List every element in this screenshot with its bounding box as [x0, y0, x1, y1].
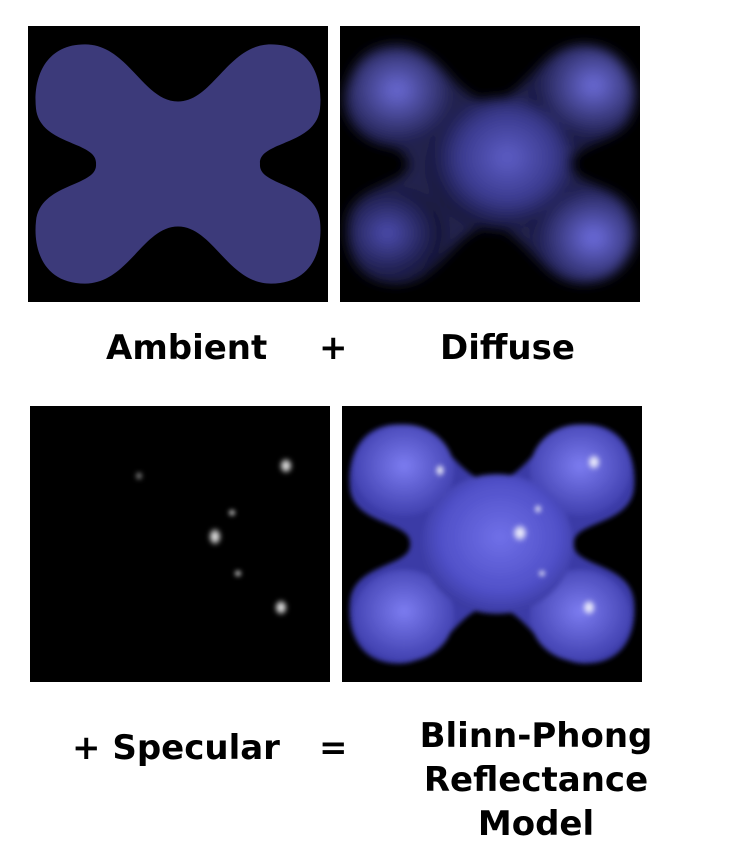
caption-line-2: Reflectance Model: [423, 760, 649, 844]
specular-highlights-image: [135, 457, 293, 616]
specular-label: + Specular: [72, 728, 280, 768]
blinn-phong-shape-image: [349, 424, 635, 664]
ambient-shape-image: [35, 44, 321, 284]
ambient-label: Ambient: [106, 328, 268, 368]
diffuse-shape-image: [345, 44, 635, 284]
plus-operator: +: [319, 328, 348, 368]
result-panel: [342, 406, 642, 682]
diffuse-label: Diffuse: [440, 328, 575, 368]
caption-line-1: Blinn-Phong: [419, 716, 653, 756]
ambient-panel: [28, 26, 328, 302]
specular-panel: [30, 406, 330, 682]
diffuse-panel: [340, 26, 640, 302]
equals-operator: =: [319, 728, 348, 768]
blinn-phong-caption: Blinn-Phong Reflectance Model: [366, 714, 706, 846]
